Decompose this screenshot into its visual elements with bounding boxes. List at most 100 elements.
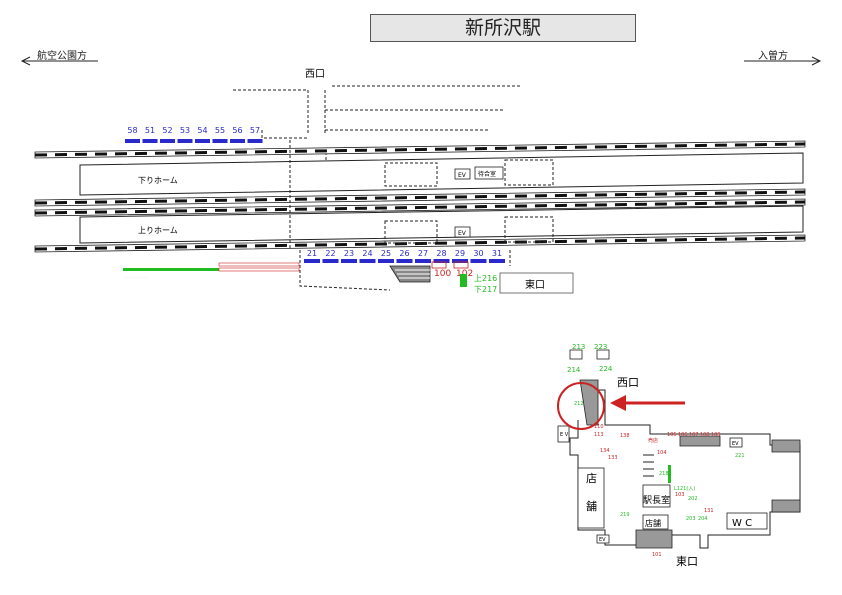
lower-blue-bar-30 [470,259,487,263]
upper-blue-bar-52 [160,139,175,143]
lower-blue-label-28: 28 [436,249,446,258]
inset-wc-label: W C [732,518,752,529]
inset-right-stairs-bottom [771,499,801,513]
inset-green-221: 221 [735,453,745,459]
lower-blue-bar-25 [378,259,394,263]
inset-stationmaster-label: 駅長室 [643,494,670,506]
inset-shop-label: 売店 [648,437,658,444]
upper-blue-label-53: 53 [180,126,190,135]
lower-blue-label-29: 29 [455,249,465,258]
inset-green-203: 203 [686,516,696,522]
inset-red-105: 105 [667,432,677,438]
upper-blue-bar-54 [195,139,210,143]
lower-blue-bar-29 [452,259,468,263]
lower-blue-label-27: 27 [418,249,428,258]
inset-green-213-box [569,349,583,360]
inset-green-l121: L121(入) [674,486,695,492]
inset-green-bar [668,465,671,483]
highlight-arrow [610,395,685,411]
green-bench-row: · · · · · · · · · · · · [123,268,219,279]
ev-label-up: EV [458,230,467,237]
direction-left-arrow [20,56,98,66]
upper-blue-bar-53 [177,139,193,143]
tracks [34,140,806,253]
west-exit-label: 西口 [305,69,325,80]
east-exit-box [499,272,574,294]
platform-up-label: 上りホーム [138,226,178,235]
platform-up [79,205,804,244]
east-exit-label: 東口 [525,278,545,291]
inset-ev-bottom-box [596,534,610,544]
green-up-label: 上216 [474,274,497,283]
upper-blue-label-58: 58 [127,126,137,135]
inset-green-218: 218 [659,471,669,477]
inset-right-stairs-top [771,439,801,453]
inset-red-101: 101 [652,552,662,558]
inset-ev-right-box [729,437,743,448]
inset-green-223: 223 [594,343,607,351]
ev-label-down: EV [458,172,467,179]
lower-blue-bar-23 [341,259,357,263]
inset-green-212: 212 [574,401,584,407]
upper-blue-label-54: 54 [197,126,207,135]
track-3 [34,198,806,217]
waiting-room-label: 待合室 [478,170,496,178]
inset-red-109: 109 [711,432,721,438]
lower-blue-label-30: 30 [473,249,483,258]
green-down-label: 下217 [474,285,497,294]
inset-red-113: 113 [594,432,604,438]
upper-blue-bar-56 [230,139,245,143]
green-row-small-labels: · · · · · · · · · · · · [125,275,147,279]
lower-blue-bar-31 [489,259,505,263]
inset-ev-bottom-label: EV [599,537,606,543]
lower-blue-bar-27 [415,259,431,263]
track-1 [34,140,806,159]
platform-down [79,152,804,196]
lower-blue-bar-22 [322,259,339,263]
red-markers [431,261,469,269]
upper-blue-label-52: 52 [162,126,172,135]
inset-red-131: 131 [704,508,714,514]
inset-west-exit-label: 西口 [617,376,639,389]
lower-blue-label-24: 24 [362,249,372,258]
upper-blue-label-57: 57 [250,126,260,135]
upper-blue-bar-58 [125,139,140,143]
inset-red-138: 138 [620,433,630,439]
lower-blue-label-21: 21 [307,249,317,258]
inset-dash-column [643,454,654,477]
lower-blue-bar-21 [304,259,320,263]
inset-red-133: 133 [608,455,618,461]
inset-top-stairs [679,435,721,447]
east-stairs [389,265,431,283]
inset-green-213: 213 [572,343,585,351]
upper-blue-bar-55 [212,139,228,143]
upper-blue-label-51: 51 [145,126,155,135]
direction-right-arrow [744,56,822,66]
inset-red-103: 103 [675,492,685,498]
inset-ev-right-label: EV [732,441,739,447]
platform-down-label: 下りホーム [138,176,178,185]
inset-green-224: 224 [599,365,613,373]
inset-red-134: 134 [600,448,610,454]
inset-red-104: 104 [657,450,667,456]
direction-left-label: 航空公園方 [37,51,87,62]
lower-blue-bar-24 [359,259,376,263]
red-circle-row [218,262,300,272]
station-title: 新所沢駅 [370,14,636,42]
inset-red-106: 106 [678,432,688,438]
inset-east-exit-label: 東口 [676,555,698,568]
lower-blue-bar-26 [396,259,413,263]
inset-red-107: 107 [689,432,699,438]
inset-red-110: 110 [594,424,604,430]
lower-blue-label-23: 23 [344,249,354,258]
inset-small-store-block [642,514,669,530]
highlight-circle [557,382,605,430]
platform-facilities [454,166,504,238]
inset-outline [569,389,801,549]
green-marker-east [460,274,467,287]
inset-store-label-1: 店 [586,471,597,485]
lower-blue-label-22: 22 [325,249,335,258]
platform-structures [289,140,554,291]
